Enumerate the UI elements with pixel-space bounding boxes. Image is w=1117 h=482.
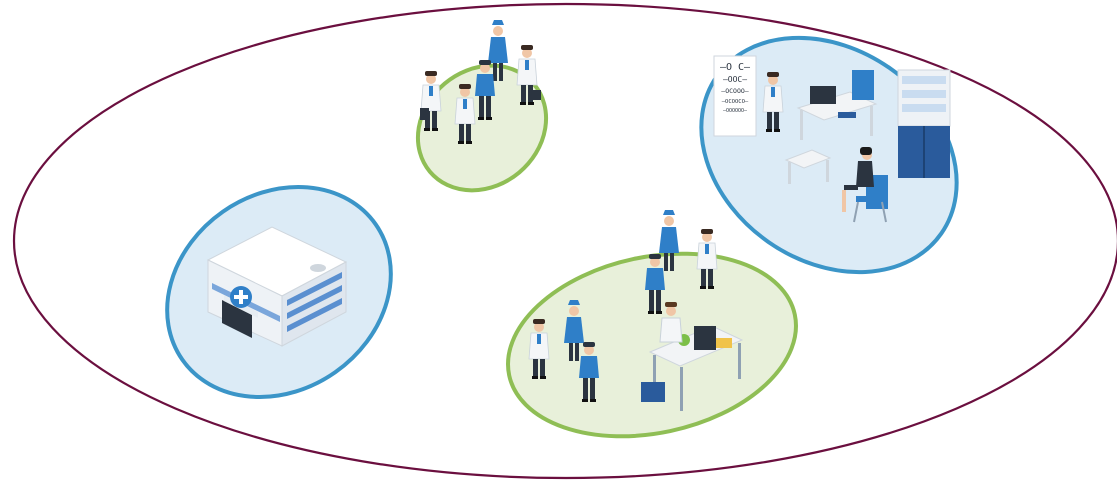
patient-in-chair (842, 147, 888, 223)
cluster-doctor-office (506, 210, 798, 439)
eye-chart-row-5: –OOOOOO– (723, 108, 748, 114)
eye-chart-row-2: –OOC– (723, 75, 747, 84)
cluster-doctor-office-ellipse (506, 251, 798, 439)
eye-exam-room-icon: –O C– –OOC– –OCOOO– –OCOOCO– –OOOOOO– (713, 55, 951, 223)
eye-chart-row-1: –O C– (720, 62, 751, 73)
medical-staff-group-icon (420, 20, 541, 145)
outer-boundary-ellipse (13, 2, 1117, 480)
eye-chart (713, 55, 757, 137)
cluster-eye-clinic: –O C– –OOC– –OCOOO– –OCOOCO– –OOOOOO– (699, 35, 959, 275)
eye-chart-row-3: –OCOOO– (721, 87, 748, 95)
briefcase (641, 382, 665, 402)
hospital-building-icon (206, 226, 348, 347)
eye-chart-row-4: –OCOOCO– (722, 99, 749, 105)
doctor-office-with-staff-icon (528, 210, 744, 411)
doctor-desk (648, 302, 744, 411)
cluster-staff-group (415, 20, 549, 193)
cluster-hospital (165, 184, 393, 400)
